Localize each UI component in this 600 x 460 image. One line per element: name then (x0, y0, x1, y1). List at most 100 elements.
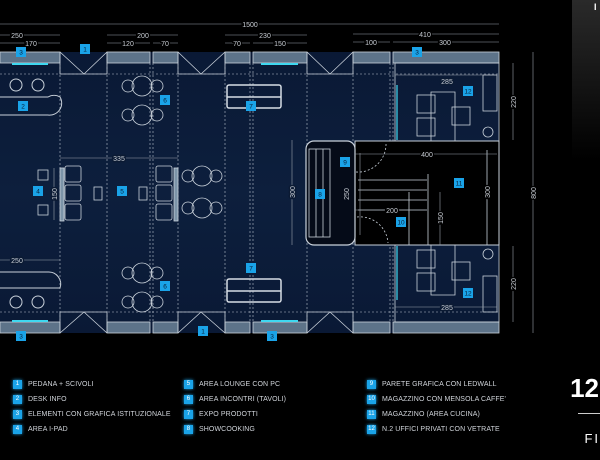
legend-badge: 5 (184, 380, 193, 389)
marker-number: 8 (318, 191, 322, 198)
legend-label: PEDANA + SCIVOLI (28, 381, 94, 388)
marker-badge (396, 217, 406, 227)
area-marker-9: 9 (340, 157, 350, 167)
marker-number: 1 (201, 328, 205, 335)
dim: 220 (511, 278, 518, 290)
marker-number: 5 (120, 188, 124, 195)
dim: 100 (365, 40, 377, 47)
legend-badge: 3 (13, 410, 22, 419)
area-marker-7: 7 (246, 263, 256, 273)
marker-number: 3 (19, 49, 23, 56)
area-marker-6: 6 (160, 281, 170, 291)
area-marker-1: 1 (198, 326, 208, 336)
marker-badge (18, 101, 28, 111)
dim: 170 (25, 41, 37, 48)
desk-info (0, 78, 63, 309)
dim: 250 (344, 188, 351, 200)
area-marker-2: 2 (18, 101, 28, 111)
marker-badge (246, 101, 256, 111)
marker-number: 3 (270, 333, 274, 340)
logo-divider (578, 413, 600, 414)
marker-number: 3 (415, 49, 419, 56)
legend-label: AREA I-PAD (28, 426, 68, 433)
marker-badge (315, 189, 325, 199)
dim: 285 (441, 305, 453, 312)
lounge-furniture (37, 165, 179, 222)
area-marker-7: 7 (246, 101, 256, 111)
legend-badge: 10 (367, 395, 376, 404)
dim: 300 (485, 186, 492, 198)
dim: 200 (137, 33, 149, 40)
area-marker-12: 12 (463, 86, 473, 96)
dim-total: 1500 (242, 22, 258, 29)
legend-item-6: 6 AREA INCONTRI (TAVOLI) (184, 395, 286, 404)
legend-label: DESK INFO (28, 396, 67, 403)
logo-text: FI (584, 431, 600, 446)
marker-number: 3 (19, 333, 23, 340)
marker-number: 6 (163, 283, 167, 290)
dim: 70 (161, 41, 169, 48)
legend-badge: 4 (13, 425, 22, 434)
area-marker-1: 1 (80, 44, 90, 54)
dimension-lines (0, 23, 534, 333)
marker-badge (340, 157, 350, 167)
legend-badge: 6 (184, 395, 193, 404)
marker-badge (412, 47, 422, 57)
dim: 220 (511, 96, 518, 108)
area-marker-10: 10 (396, 217, 406, 227)
marker-number: 9 (343, 159, 347, 166)
legend-badge: 12 (367, 425, 376, 434)
dim: 300 (439, 40, 451, 47)
legend-badge: 9 (367, 380, 376, 389)
marker-number: 4 (36, 188, 40, 195)
legend-badge: 1 (13, 380, 22, 389)
area-marker-3: 3 (16, 331, 26, 341)
legend-label: AREA LOUNGE CON PC (199, 381, 281, 388)
offices (394, 62, 500, 323)
dim: 120 (122, 41, 134, 48)
legend-label: ELEMENTI CON GRAFICA ISTITUZIONALE (28, 411, 171, 418)
logo-number: 12 (570, 373, 599, 403)
marker-badge (463, 86, 473, 96)
area-marker-11: 11 (454, 178, 464, 188)
dim: 410 (419, 32, 431, 39)
marker-badge (463, 288, 473, 298)
legend-label: EXPO PRODOTTI (199, 411, 258, 418)
legend-item-7: 7 EXPO PRODOTTI (184, 410, 258, 419)
marker-badge (33, 186, 43, 196)
marker-number: 12 (464, 88, 472, 95)
dim: 200 (386, 208, 398, 215)
floor-plan: 1500 250 170 200 120 70 230 70 150 410 1… (0, 21, 540, 341)
dim: 150 (438, 212, 445, 224)
marker-badge (16, 331, 26, 341)
legend-label: AREA INCONTRI (TAVOLI) (199, 396, 287, 403)
legend-item-5: 5 AREA LOUNGE CON PC (184, 380, 280, 389)
area-marker-3: 3 (16, 47, 26, 57)
marker-badge (267, 331, 277, 341)
side-panel: I (572, 0, 600, 160)
marker-badge (198, 326, 208, 336)
legend-badge: 7 (184, 410, 193, 419)
legend-item-1: 1 PEDANA + SCIVOLI (13, 380, 94, 389)
area-marker-8: 8 (315, 189, 325, 199)
dim: 70 (233, 41, 241, 48)
marker-badge (160, 281, 170, 291)
marker-badge (80, 44, 90, 54)
marker-number: 7 (249, 265, 253, 272)
marker-number: 1 (83, 46, 87, 53)
legend-label: MAGAZZINO CON MENSOLA CAFFE' (382, 396, 506, 403)
area-marker-4: 4 (33, 186, 43, 196)
legend-label: SHOWCOOKING (199, 426, 255, 433)
marker-badge (454, 178, 464, 188)
dim: 800 (531, 187, 538, 199)
legend-item-3: 3 ELEMENTI CON GRAFICA ISTITUZIONALE (13, 410, 171, 419)
marker-number: 7 (249, 103, 253, 110)
dim: 335 (113, 156, 125, 163)
dim: 400 (421, 152, 433, 159)
legend-label: PARETE GRAFICA CON LEDWALL (382, 381, 497, 388)
